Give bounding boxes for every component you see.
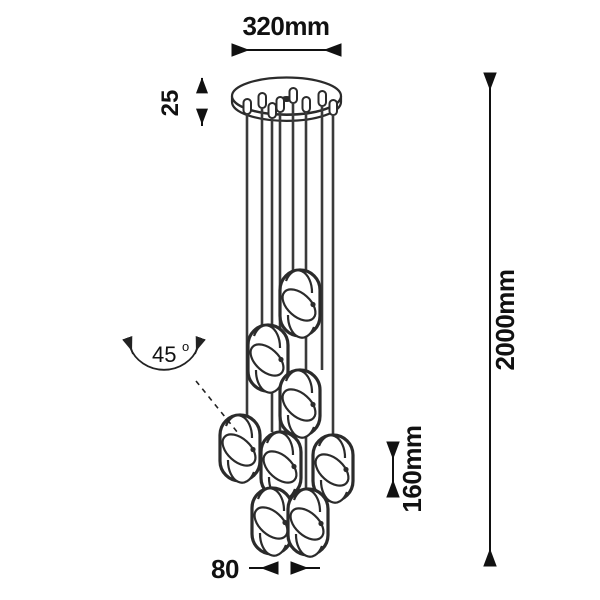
dimension-label-25: 25 [157,90,184,117]
light-fixture [215,76,356,559]
dimension-label-320: 320mm [242,11,329,41]
annotation-tilt-angle: 45 o [122,335,239,434]
dimension-canopy-diameter: 320mm [231,11,342,57]
pendant-shade [275,368,323,440]
angle-arrow-right [194,335,206,355]
angle-degree-symbol: o [182,339,189,354]
dimension-total-drop: 2000mm [483,72,520,567]
dimension-label-160: 160mm [397,425,427,512]
pendant-shade [275,268,323,340]
angle-arc [129,346,199,371]
ceiling-canopy [230,76,343,122]
dimension-shade-height: 160mm [386,425,427,513]
dimension-label-80: 80 [211,554,239,584]
angle-leader-line [195,380,239,434]
dimension-label-2000: 2000mm [490,269,520,370]
canopy-cable-outlets [242,87,338,119]
pendant-shade [215,413,263,485]
angle-label: 45 [152,342,176,367]
dimension-shade-width: 80 [211,554,320,584]
pendant-shade [283,487,331,559]
dimension-canopy-thickness: 25 [157,77,208,126]
angle-arrow-left [122,335,134,355]
